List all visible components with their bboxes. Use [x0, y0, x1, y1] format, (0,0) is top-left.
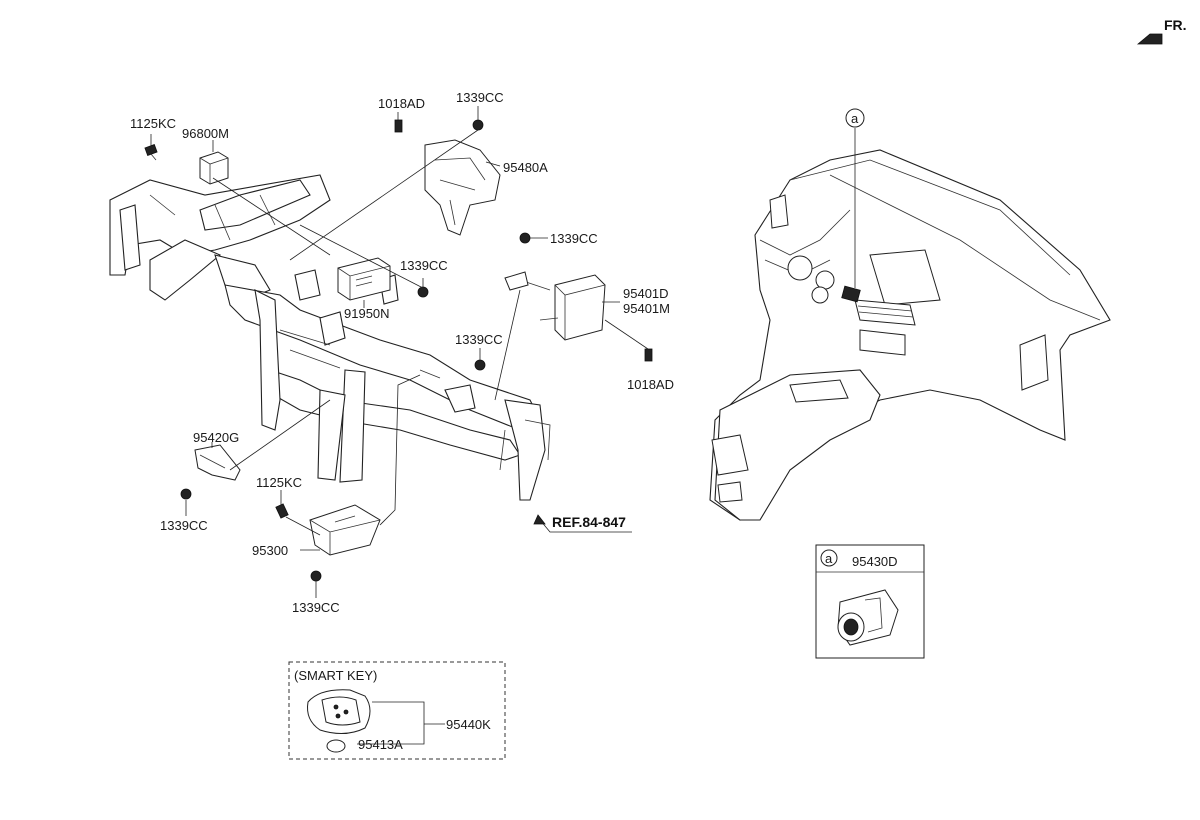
callout-labels: 1125KC 96800M 1018AD 1339CC 95480A 1339C…	[130, 90, 674, 615]
part-1339CC-right[interactable]	[519, 232, 531, 244]
callout-1339CC-right2: 1339CC	[455, 332, 503, 347]
front-direction-indicator: FR.	[1136, 17, 1187, 45]
callout-1339CC-bottom: 1339CC	[292, 600, 340, 615]
smart-key-title: (SMART KEY)	[294, 668, 377, 683]
detail-marker: a	[825, 551, 833, 566]
dashboard-illustration: a	[709, 108, 1111, 521]
smart-key-box: (SMART KEY) 95440K 95413A	[288, 661, 506, 760]
part-1125KC-top[interactable]	[144, 144, 158, 161]
callout-1339CC-right: 1339CC	[550, 231, 598, 246]
callout-1125KC-top: 1125KC	[130, 116, 176, 131]
detail-marker-circle	[820, 549, 838, 567]
callout-1339CC-top: 1339CC	[456, 90, 504, 105]
part-1018AD-right[interactable]	[644, 348, 653, 362]
callout-95401D: 95401D	[623, 286, 669, 301]
part-95420G[interactable]	[194, 444, 241, 481]
cowl-crossmember	[109, 174, 551, 501]
part-91950N[interactable]	[337, 257, 391, 301]
part-1339CC-left[interactable]	[180, 488, 192, 500]
dashboard-callout-circle	[845, 108, 865, 128]
callout-95300: 95300	[252, 543, 288, 558]
smart-key-code[interactable]: 95440K	[446, 717, 491, 732]
leader-lines	[150, 106, 649, 598]
detail-box-95430D: a 95430D	[815, 544, 925, 659]
detail-part-code[interactable]: 95430D	[852, 554, 898, 569]
part-1125KC-bottom[interactable]	[275, 503, 289, 519]
part-1339CC-bottom[interactable]	[310, 570, 322, 582]
callout-1125KC-bottom: 1125KC	[256, 475, 302, 490]
callout-1339CC-left: 1339CC	[160, 518, 208, 533]
callout-1339CC-mid: 1339CC	[400, 258, 448, 273]
callout-95480A: 95480A	[503, 160, 548, 175]
part-1339CC-top[interactable]	[472, 119, 484, 131]
start-button-location-marker	[841, 285, 861, 303]
start-stop-switch-drawing[interactable]	[837, 589, 899, 646]
callout-1018AD-right: 1018AD	[627, 377, 674, 392]
front-arrow-icon	[1136, 33, 1163, 45]
part-96800M[interactable]	[199, 151, 229, 185]
callout-91950N: 91950N	[344, 306, 390, 321]
key-battery-drawing[interactable]	[326, 739, 346, 753]
callout-1018AD-top: 1018AD	[378, 96, 425, 111]
callout-96800M: 96800M	[182, 126, 229, 141]
part-1018AD-top[interactable]	[394, 119, 403, 133]
part-1339CC-right2[interactable]	[474, 359, 486, 371]
smart-key-fob-drawing[interactable]	[307, 689, 371, 734]
part-95300[interactable]	[309, 504, 381, 556]
front-label: FR.	[1164, 17, 1187, 33]
battery-code[interactable]: 95413A	[358, 737, 403, 752]
part-1339CC-mid[interactable]	[417, 286, 429, 298]
part-95480A[interactable]	[424, 139, 501, 236]
reference-label: REF.84-847	[552, 514, 626, 530]
callout-95401M: 95401M	[623, 301, 670, 316]
dashboard-callout-marker: a	[851, 111, 859, 126]
part-95401D-95401M[interactable]	[504, 271, 606, 341]
callout-95420G: 95420G	[193, 430, 239, 445]
